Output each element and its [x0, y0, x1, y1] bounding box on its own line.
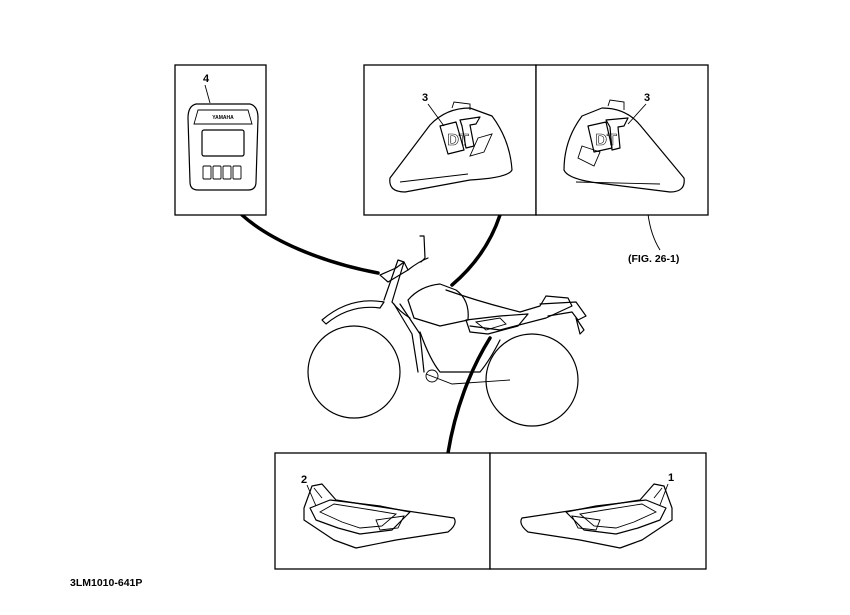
headlight-panel: YAMAHA [187, 103, 259, 191]
part-number-4: 4 [203, 73, 210, 85]
side-cover-right [520, 483, 673, 549]
part-number-1: 1 [668, 472, 674, 484]
side-cover-left [303, 483, 456, 549]
rear-wheel [485, 333, 579, 427]
part-number-2: 2 [301, 474, 307, 486]
leader-line-4 [240, 213, 380, 275]
part-number-3-right: 3 [644, 92, 650, 104]
dt-logo-text-left: DT [447, 132, 469, 149]
leader-line-side [446, 336, 492, 455]
dt-decal-right: DT [577, 117, 629, 167]
box-part-4: 4 YAMAHA [174, 64, 267, 216]
fuel-tank-right: DT [563, 99, 685, 193]
front-wheel [307, 325, 401, 419]
leader-line-3 [450, 213, 502, 287]
dt-decal-left: DT [439, 116, 493, 157]
box-part-3: 3 DT 3 DT [363, 64, 709, 216]
part-number-3-left: 3 [422, 92, 428, 104]
fuel-tank-left: DT [389, 101, 513, 193]
drawing-code: 3LM1010-641P [70, 577, 142, 589]
leader-line-fig [647, 213, 661, 251]
figure-reference: (FIG. 26-1) [628, 253, 679, 265]
motorcycle-outline [307, 235, 587, 427]
dt-logo-text-right: DT [595, 132, 617, 149]
box-parts-1-2: 2 1 [274, 452, 707, 570]
panel-brand-text: YAMAHA [212, 115, 234, 121]
